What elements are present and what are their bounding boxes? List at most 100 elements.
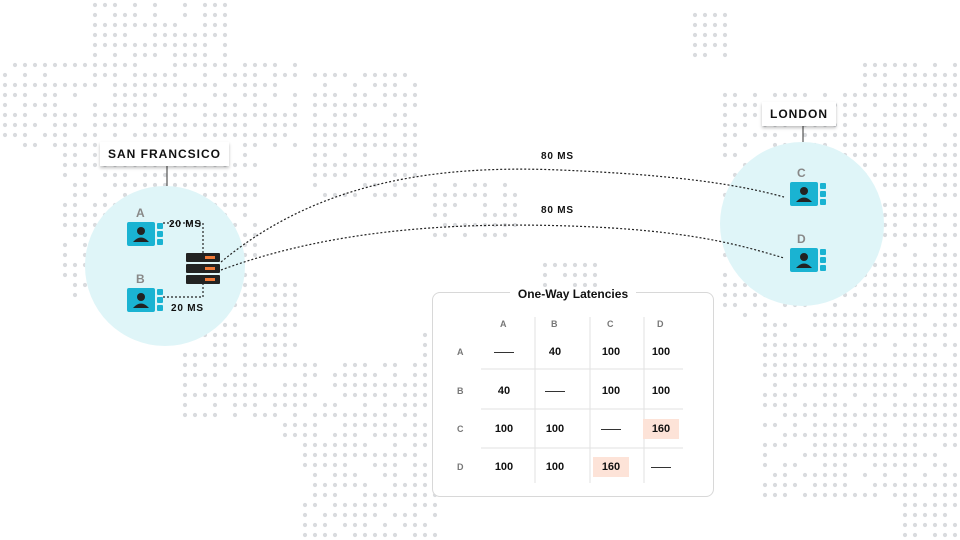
map-dot [242, 282, 248, 288]
map-dot [312, 122, 318, 128]
map-dot [242, 132, 248, 138]
map-dot [392, 192, 398, 198]
map-dot [942, 292, 948, 298]
map-dot [942, 522, 948, 528]
map-dot [722, 52, 728, 58]
map-dot [932, 352, 938, 358]
link-server-d [220, 224, 785, 271]
map-dot [942, 102, 948, 108]
latency-server-c: 80 MS [541, 151, 574, 162]
map-dot [262, 132, 268, 138]
map-dot [882, 392, 888, 398]
map-dot [512, 222, 518, 228]
map-dot [52, 142, 58, 148]
map-dot [702, 22, 708, 28]
map-dot [242, 342, 248, 348]
map-dot [842, 92, 848, 98]
map-dot [792, 132, 798, 138]
map-dot [872, 382, 878, 388]
map-dot [352, 162, 358, 168]
map-dot [902, 112, 908, 118]
map-dot [142, 182, 148, 188]
map-dot [592, 282, 598, 288]
map-dot [932, 492, 938, 498]
map-dot [832, 422, 838, 428]
map-dot [112, 2, 118, 8]
map-dot [382, 122, 388, 128]
map-dot [152, 182, 158, 188]
map-dot [712, 22, 718, 28]
map-dot [112, 112, 118, 118]
map-dot [722, 282, 728, 288]
map-dot [892, 322, 898, 328]
map-dot [222, 92, 228, 98]
map-dot [262, 392, 268, 398]
map-dot [882, 472, 888, 478]
map-dot [922, 212, 928, 218]
map-dot [92, 102, 98, 108]
map-dot [272, 142, 278, 148]
map-dot [922, 362, 928, 368]
map-dot [842, 422, 848, 428]
map-dot [312, 152, 318, 158]
map-dot [862, 412, 868, 418]
map-dot [112, 62, 118, 68]
map-dot [72, 122, 78, 128]
map-dot [92, 112, 98, 118]
map-dot [382, 422, 388, 428]
map-dot [842, 352, 848, 358]
map-dot [882, 132, 888, 138]
map-dot [352, 132, 358, 138]
map-dot [912, 332, 918, 338]
map-dot [722, 92, 728, 98]
map-dot [952, 62, 958, 68]
map-dot [952, 152, 958, 158]
map-dot [752, 92, 758, 98]
map-dot [892, 342, 898, 348]
map-dot [782, 342, 788, 348]
map-dot [182, 352, 188, 358]
latency-table-grid [481, 317, 683, 483]
map-dot [242, 152, 248, 158]
map-dot [372, 162, 378, 168]
map-dot [402, 92, 408, 98]
map-dot [772, 132, 778, 138]
map-dot [312, 182, 318, 188]
map-dot [352, 372, 358, 378]
map-dot [782, 92, 788, 98]
map-dot [342, 172, 348, 178]
map-dot [412, 102, 418, 108]
map-dot [322, 142, 328, 148]
map-dot [152, 52, 158, 58]
map-dot [922, 502, 928, 508]
map-dot [362, 422, 368, 428]
map-dot [832, 392, 838, 398]
map-dot [182, 132, 188, 138]
map-dot [842, 362, 848, 368]
map-dot [212, 172, 218, 178]
map-dot [242, 352, 248, 358]
map-dot [72, 182, 78, 188]
map-dot [312, 172, 318, 178]
map-dot [912, 202, 918, 208]
map-dot [352, 452, 358, 458]
table-row-header: A [457, 347, 464, 357]
map-dot [942, 422, 948, 428]
map-dot [92, 122, 98, 128]
map-dot [2, 122, 8, 128]
map-dot [942, 172, 948, 178]
map-dot [792, 482, 798, 488]
map-dot [72, 162, 78, 168]
map-dot [22, 72, 28, 78]
map-dot [212, 122, 218, 128]
map-dot [902, 412, 908, 418]
map-dot [392, 482, 398, 488]
map-dot [132, 82, 138, 88]
map-dot [92, 212, 98, 218]
map-dot [272, 72, 278, 78]
map-dot [142, 132, 148, 138]
map-dot [252, 382, 258, 388]
map-dot [452, 202, 458, 208]
map-dot [182, 52, 188, 58]
map-dot [792, 342, 798, 348]
